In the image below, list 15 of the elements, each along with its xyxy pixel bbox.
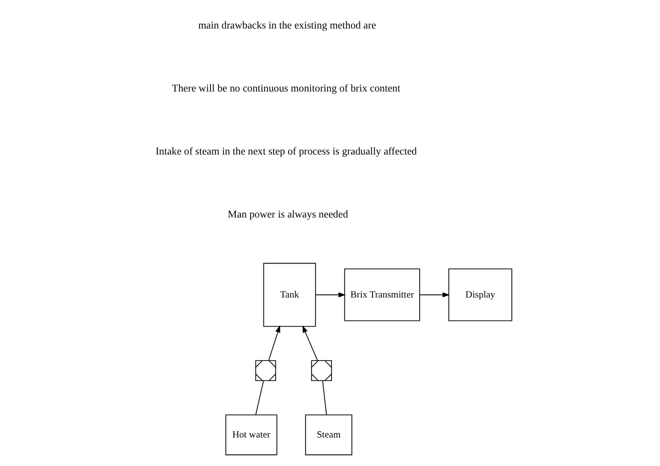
connector [322,380,326,415]
label: Intake of steam in the next step of process is gradually affected [155,146,416,158]
label: Man power is always needed [227,209,348,220]
node-box: Tank [262,262,316,327]
arrow [268,325,280,361]
arrow [302,325,318,361]
arrow [314,292,346,298]
node-box: Steam [304,414,352,456]
label: main drawbacks in the existing method are [198,20,376,32]
arrow [418,292,450,298]
node-box: Brix Transmitter [344,268,420,322]
label: There will be no continuous monitoring of brix content [171,83,400,94]
connector [254,380,264,415]
node-box: Display [448,268,512,322]
node-box: Hot water [224,414,277,456]
